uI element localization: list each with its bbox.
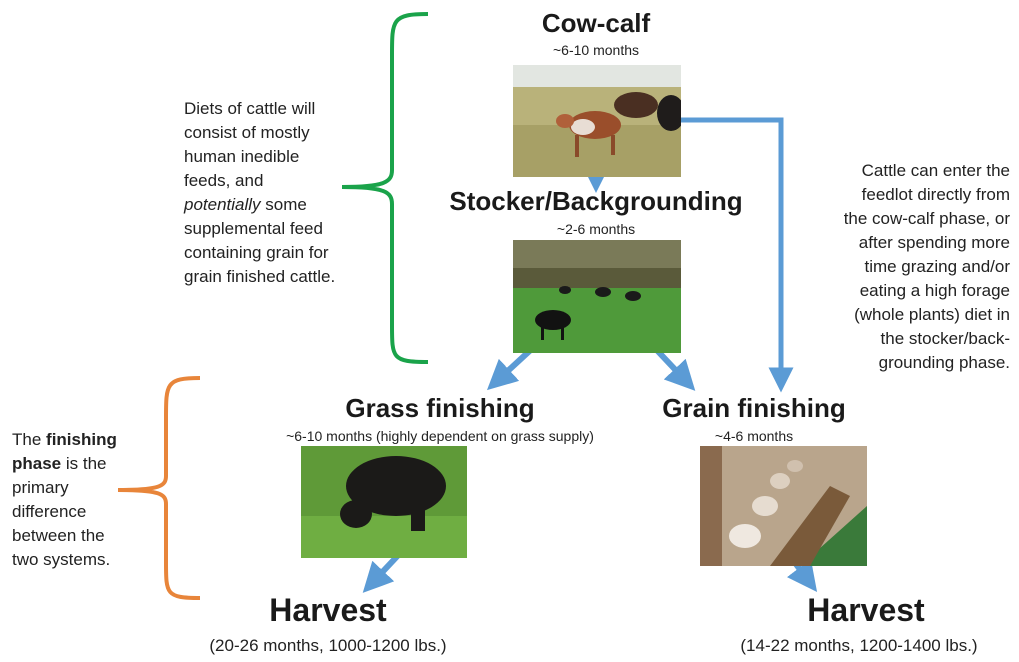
grain-harvest-title: Harvest [807,592,925,628]
diet-note-line: human inedible [184,147,300,166]
orange-brace [117,376,201,600]
stocker-title: Stocker/Backgrounding [449,186,743,216]
feedlot-note-line: the stocker/back- [880,329,1010,348]
finishing-note-line: primary [12,478,69,497]
diet-note-line: supplemental feed [184,219,323,238]
diet-note-line: Diets of cattle will [184,99,316,118]
finishing-note-line: The finishing [12,428,132,452]
cow-calf-title: Cow-calf [541,8,651,38]
cow-calf-photo-image [513,65,681,177]
finishing-note-line: between the [12,526,105,545]
arrow-cowcalf-to-grain [668,117,794,393]
diet-note-italic: potentially [184,195,261,214]
feedlot-note-line: Cattle can enter the [861,161,1010,180]
stocker-photo-image [513,240,681,353]
grass-finishing-photo [301,446,467,558]
feedlot-note-line: feedlot directly from [861,185,1010,204]
finishing-note-line: phase is the [12,452,132,476]
diet-note: Diets of cattle will consist of mostly h… [184,97,384,289]
grass-harvest-detail: (20-26 months, 1000-1200 lbs.) [209,636,447,655]
finishing-note-text: is the [61,454,107,473]
diet-note-line: feeds, and [184,171,264,190]
finishing-note-line: difference [12,502,87,521]
feedlot-note-line: after spending more [858,233,1010,252]
grass-harvest-title: Harvest [269,592,387,628]
finishing-note: The finishing phase is the primary diffe… [12,428,132,572]
cow-calf-photo [513,65,681,177]
diet-note-line: potentially some [184,193,384,217]
finishing-note-line: two systems. [12,550,111,569]
cow-calf-duration: ~6-10 months [553,42,639,58]
finishing-note-bold: finishing [46,430,117,449]
grain-finishing-title: Grain finishing [662,393,846,423]
feedlot-note-line: the cow-calf phase, or [843,209,1010,228]
grain-finishing-duration: ~4-6 months [714,428,794,444]
feedlot-note-line: eating a high forage [859,281,1010,300]
grain-finishing-photo-image [700,446,867,566]
green-brace [341,12,429,364]
feedlot-note-line: (whole plants) diet in [854,305,1010,324]
diet-note-rest: some [260,195,307,214]
finishing-note-bold: phase [12,454,62,473]
grass-finishing-duration: ~6-10 months (highly dependent on grass … [286,428,594,444]
finishing-note-text: The [12,430,47,449]
diet-note-line: grain finished cattle. [184,267,336,286]
grass-finishing-photo-image [301,446,467,558]
stocker-duration: ~2-6 months [556,221,636,237]
grain-harvest-detail: (14-22 months, 1200-1400 lbs.) [740,636,978,655]
feedlot-note: Cattle can enter the feedlot directly fr… [790,159,1010,375]
grain-finishing-photo [700,446,867,566]
feedlot-note-line: grounding phase. [878,353,1010,372]
stocker-photo [513,240,681,353]
grass-finishing-title: Grass finishing [345,393,535,423]
feedlot-note-line: time grazing and/or [864,257,1010,276]
diet-note-line: containing grain for [184,243,329,262]
diet-note-line: consist of mostly [184,123,310,142]
